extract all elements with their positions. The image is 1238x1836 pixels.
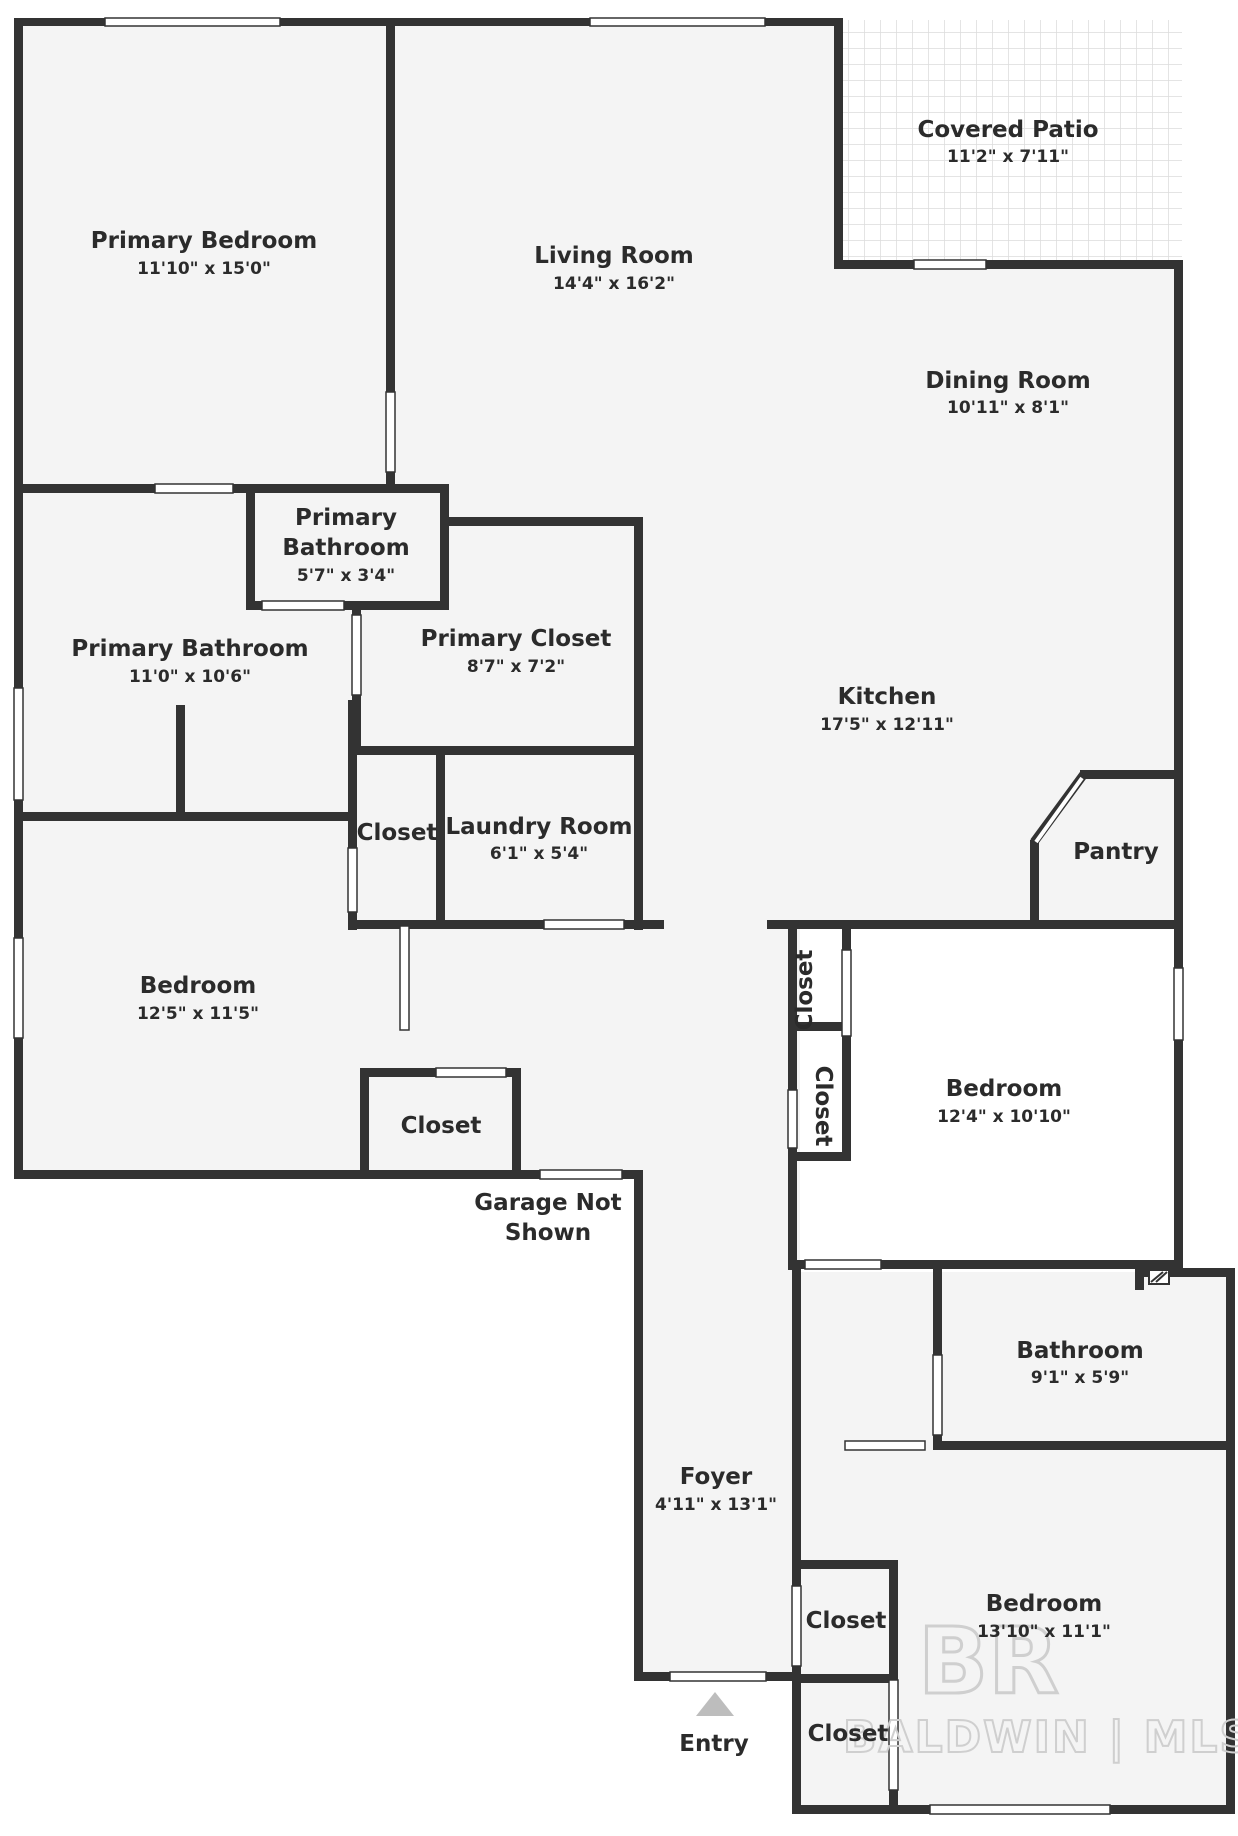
room-name-pantry: Pantry <box>1073 839 1158 865</box>
room-dims-primary-bathroom: 11'0" x 10'6" <box>129 667 251 687</box>
room-dims-primary-bathroom-small: 5'7" x 3'4" <box>297 566 395 586</box>
room-dims-bedroom-bottom: 13'10" x 11'1" <box>977 1622 1111 1642</box>
room-dims-laundry-room: 6'1" x 5'4" <box>490 844 588 864</box>
room-name-closet-vertical-1: Closet <box>792 950 818 1031</box>
room-dims-living-room: 14'4" x 16'2" <box>553 274 675 294</box>
room-dims-foyer: 4'11" x 13'1" <box>655 1495 777 1515</box>
room-name-foyer: Foyer <box>680 1464 753 1490</box>
vent-icon <box>1148 1269 1170 1285</box>
watermark-text: BALDWIN | MLS <box>843 1712 1238 1763</box>
garage-note-line-2: Shown <box>505 1220 591 1246</box>
entry-label: Entry <box>679 1731 748 1757</box>
room-dims-bedroom-left: 12'5" x 11'5" <box>137 1004 259 1024</box>
room-name-primary-bathroom: Primary Bathroom <box>71 636 308 662</box>
room-name-primary-bathroom-small-1: Primary <box>295 505 397 531</box>
room-dims-primary-closet: 8'7" x 7'2" <box>467 657 565 677</box>
room-name-primary-closet: Primary Closet <box>421 626 612 652</box>
room-name-closet-left: Closet <box>401 1113 482 1139</box>
floor-areas <box>18 22 1233 1810</box>
room-name-bedroom-left: Bedroom <box>140 973 257 999</box>
room-dims-kitchen: 17'5" x 12'11" <box>820 715 954 735</box>
room-name-bathroom: Bathroom <box>1016 1338 1143 1364</box>
room-name-closet-vertical-2: Closet <box>810 1066 836 1147</box>
room-name-closet-bottom-2: Closet <box>808 1721 889 1747</box>
covered-patio-area <box>838 20 1182 262</box>
room-name-primary-bedroom: Primary Bedroom <box>91 228 317 254</box>
room-name-primary-bathroom-small-2: Bathroom <box>282 535 409 561</box>
room-dims-bathroom: 9'1" x 5'9" <box>1031 1368 1129 1388</box>
room-name-closet-mid: Closet <box>357 820 438 846</box>
watermark: BR BALDWIN | MLS <box>842 1607 1238 1765</box>
room-labels: Primary Bedroom 11'10" x 15'0" Living Ro… <box>71 117 1158 1757</box>
watermark-logo: BR <box>918 1608 1059 1715</box>
pantry-door <box>1030 771 1088 845</box>
room-name-bedroom-right: Bedroom <box>946 1076 1063 1102</box>
room-name-living-room: Living Room <box>534 243 694 269</box>
room-name-bedroom-bottom: Bedroom <box>986 1591 1103 1617</box>
room-name-laundry-room: Laundry Room <box>445 814 632 840</box>
room-name-covered-patio: Covered Patio <box>917 117 1098 143</box>
room-dims-bedroom-right: 12'4" x 10'10" <box>937 1107 1071 1127</box>
entry-arrow-icon <box>696 1692 734 1716</box>
room-name-kitchen: Kitchen <box>838 684 937 710</box>
windows <box>13 17 1184 1815</box>
room-dims-dining-room: 10'11" x 8'1" <box>947 398 1069 418</box>
garage-note-line-1: Garage Not <box>474 1190 621 1216</box>
room-name-dining-room: Dining Room <box>925 368 1090 394</box>
room-dims-covered-patio: 11'2" x 7'11" <box>947 147 1069 167</box>
room-dims-primary-bedroom: 11'10" x 15'0" <box>137 259 271 279</box>
room-name-closet-bottom-1: Closet <box>806 1608 887 1634</box>
